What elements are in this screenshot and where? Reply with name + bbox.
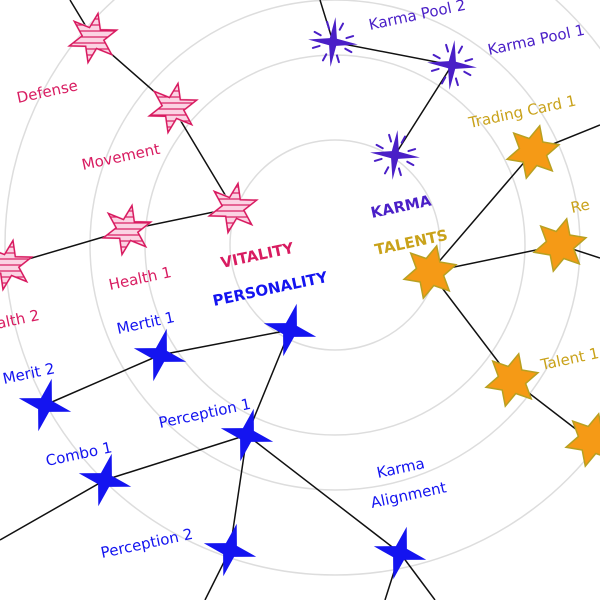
node-mertit-1[interactable]	[133, 328, 187, 382]
four-point-star-icon	[133, 328, 187, 382]
label-perception-2: Perception 2	[99, 525, 194, 562]
striped-star-icon	[67, 11, 119, 65]
striped-star-icon	[147, 81, 199, 135]
link-line	[44, 329, 291, 406]
label-karma-alignment-line1: Karma	[375, 454, 426, 482]
node-health-2[interactable]	[0, 238, 34, 292]
category-personality: PERSONALITY	[211, 268, 330, 310]
node-vitality[interactable]	[207, 181, 259, 235]
four-point-star-icon	[373, 526, 427, 580]
node-health-1[interactable]	[101, 203, 153, 257]
label-merit-2: Merit 2	[1, 359, 56, 388]
rings	[4, 0, 600, 576]
label-perception-1: Perception 1	[157, 395, 252, 432]
four-point-star-icon	[220, 408, 274, 462]
link-line	[399, 552, 436, 600]
node-perception-1[interactable]	[220, 408, 274, 462]
six-point-star-icon	[505, 124, 561, 180]
link-line	[0, 329, 291, 541]
six-point-star-icon	[484, 352, 540, 408]
node-combo-1[interactable]	[78, 453, 132, 507]
node-karma-alignment[interactable]	[373, 526, 427, 580]
category-karma: KARMA	[369, 191, 433, 221]
link-line	[319, 0, 454, 156]
label-defense: Defense	[15, 76, 79, 106]
label-health-2: Health 2	[0, 306, 41, 337]
node-karma-pool-2[interactable]	[308, 17, 358, 67]
ring	[89, 0, 581, 491]
sparkle-star-icon	[308, 17, 358, 67]
ring	[144, 54, 526, 436]
four-point-star-icon	[18, 378, 72, 432]
node-trading-card-1[interactable]	[505, 124, 561, 180]
node-re[interactable]	[532, 217, 588, 273]
label-combo-1: Combo 1	[44, 438, 114, 470]
node-karma-pool-1[interactable]	[427, 40, 477, 90]
six-point-star-icon	[564, 412, 600, 468]
six-point-star-icon	[532, 217, 588, 273]
node-talent-1[interactable]	[484, 352, 540, 408]
label-karma-pool-1: Karma Pool 1	[486, 21, 586, 59]
striped-star-icon	[207, 181, 259, 235]
label-trading-card-1: Trading Card 1	[466, 92, 578, 133]
striped-star-icon	[101, 203, 153, 257]
four-point-star-icon	[203, 523, 257, 577]
ring	[229, 139, 441, 351]
label-karma-alignment-line2: Alignment	[369, 478, 448, 512]
node-movement[interactable]	[147, 81, 199, 135]
node-merit-2[interactable]	[18, 378, 72, 432]
label-health-1: Health 1	[107, 263, 173, 294]
label-movement: Movement	[80, 140, 162, 174]
four-point-star-icon	[263, 303, 317, 357]
node-personality[interactable]	[263, 303, 317, 357]
node-karma[interactable]	[370, 130, 420, 180]
node-defense[interactable]	[67, 11, 119, 65]
four-point-star-icon	[78, 453, 132, 507]
six-point-star-icon	[402, 244, 458, 300]
striped-star-icon	[0, 238, 34, 292]
sparkle-star-icon	[427, 40, 477, 90]
node-perception-2[interactable]	[203, 523, 257, 577]
node-talents[interactable]	[402, 244, 458, 300]
ring	[4, 0, 600, 576]
node-talent-2[interactable]	[564, 412, 600, 468]
label-talent-1: Talent 1	[538, 344, 600, 374]
label-re: Re	[569, 195, 591, 217]
nodes	[0, 11, 600, 580]
sparkle-star-icon	[370, 130, 420, 180]
